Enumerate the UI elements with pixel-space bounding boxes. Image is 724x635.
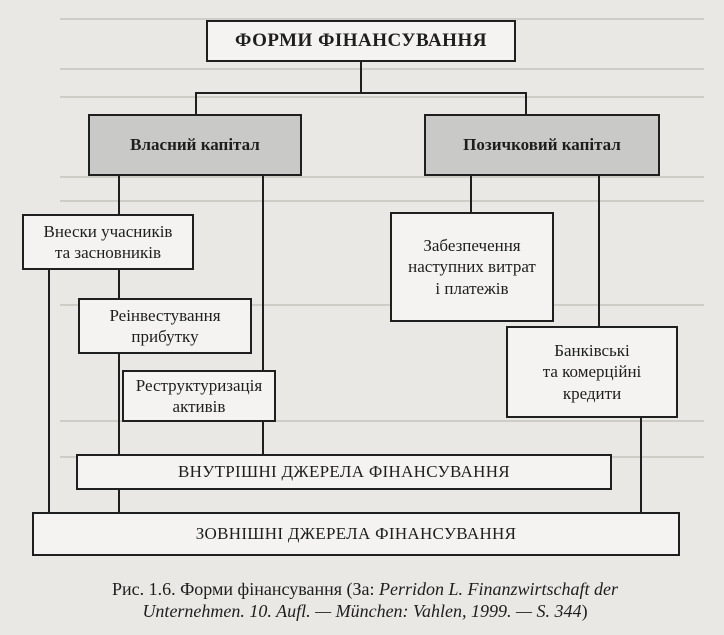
restructuring-line-1: Реструктуризація — [135, 375, 263, 395]
forms-of-financing-title-box: ФОРМИ ФІНАНСУВАННЯ — [206, 20, 516, 62]
caption-suffix: ) — [581, 601, 588, 621]
provisions-box: Забезпечення наступних витрат і платежів — [390, 212, 554, 322]
bank-credits-line-1: Банківські — [554, 341, 630, 361]
caption-prefix: Рис. 1.6. Форми фінансування (За: — [111, 579, 380, 599]
bank-credits-line-2: та комерційні — [542, 362, 642, 382]
contributions-line-1: Внески учасників — [43, 221, 173, 241]
connector-own-to-contributions — [118, 176, 120, 218]
contributions-line-2: та засновників — [54, 243, 162, 262]
restructuring-box: Реструктуризація активів — [122, 370, 276, 422]
caption-source-line-1: Perridon L. Finanzwirtschaft der — [379, 579, 619, 599]
connector-title-branch — [195, 92, 527, 94]
reinvestment-line-2: прибутку — [131, 327, 199, 346]
own-capital-label: Власний капітал — [130, 135, 260, 155]
bank-credits-line-3: кредити — [562, 383, 622, 403]
internal-sources-box: ВНУТРІШНІ ДЖЕРЕЛА ФІНАНСУВАННЯ — [76, 454, 612, 490]
external-sources-box: ЗОВНІШНІ ДЖЕРЕЛА ФІНАНСУВАННЯ — [32, 512, 680, 556]
connector-to-loan-capital — [525, 92, 527, 116]
reinvestment-box: Реінвестування прибутку — [78, 298, 252, 354]
reinvestment-line-1: Реінвестування — [109, 305, 221, 325]
external-sources-label: ЗОВНІШНІ ДЖЕРЕЛА ФІНАНСУВАННЯ — [195, 524, 517, 544]
connector-own-capital-right-trunk — [262, 176, 264, 458]
provisions-line-1: Забезпечення — [423, 236, 521, 256]
connector-to-own-capital — [195, 92, 197, 116]
caption-source-line-2: Unternehmen. 10. Aufl. — München: Vahlen… — [142, 601, 582, 621]
connector-title-stem — [360, 60, 362, 94]
bank-credits-box: Банківські та комерційні кредити — [506, 326, 678, 418]
loan-capital-label: Позичковий капітал — [463, 135, 621, 155]
figure-caption: Рис. 1.6. Форми фінансування (За: Perrid… — [40, 578, 690, 622]
provisions-line-2: наступних витрат — [408, 257, 536, 277]
loan-capital-box: Позичковий капітал — [424, 114, 660, 176]
restructuring-line-2: активів — [172, 397, 226, 416]
connector-loan-capital-right-trunk — [598, 176, 600, 328]
forms-of-financing-title: ФОРМИ ФІНАНСУВАННЯ — [235, 30, 487, 52]
own-capital-box: Власний капітал — [88, 114, 302, 176]
provisions-line-3: і платежів — [435, 278, 509, 298]
connector-left-outer-trunk — [48, 268, 50, 512]
contributions-box: Внески учасників та засновників — [22, 214, 194, 270]
connector-loan-to-outer — [640, 416, 642, 512]
connector-loan-capital-trunk — [470, 176, 472, 214]
internal-sources-label: ВНУТРІШНІ ДЖЕРЕЛА ФІНАНСУВАННЯ — [178, 462, 510, 482]
